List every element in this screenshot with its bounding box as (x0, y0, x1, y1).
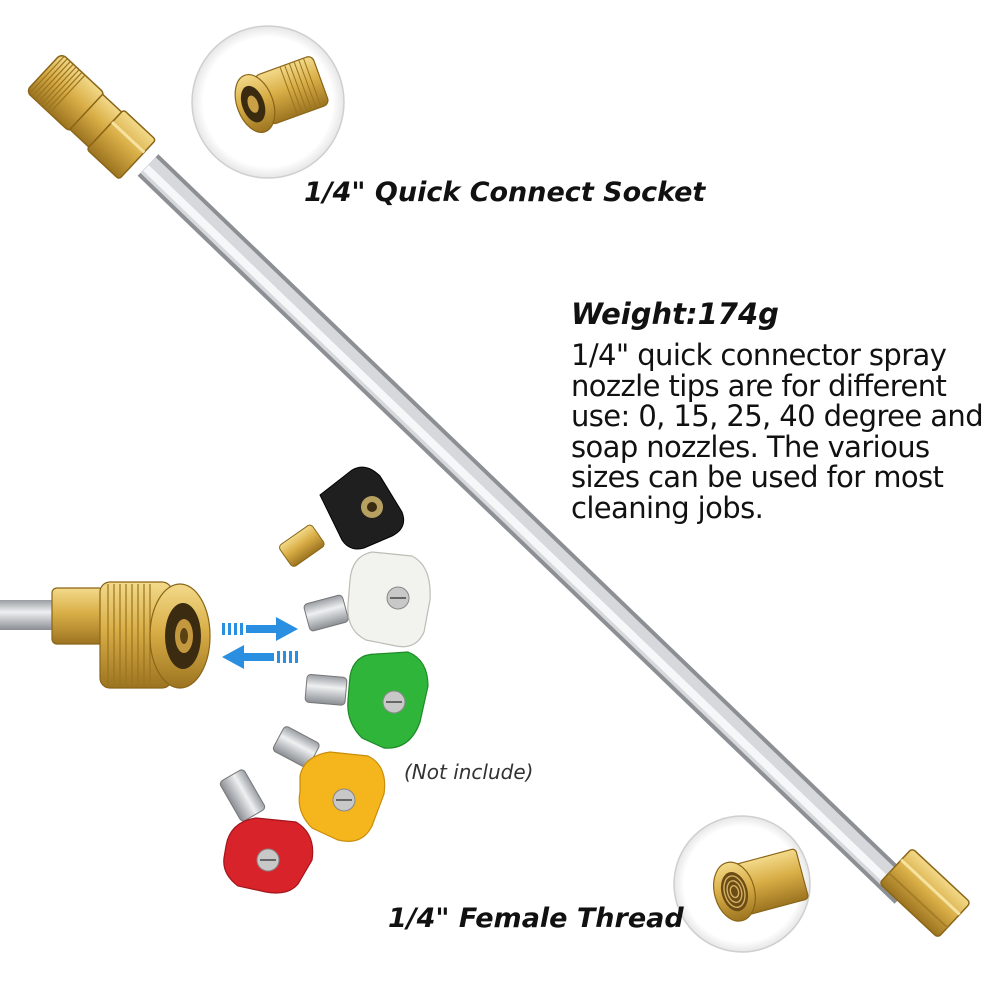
nozzle-red (219, 769, 314, 894)
nozzle-white (303, 551, 431, 648)
nozzle-green (304, 651, 429, 749)
description-line: cleaning jobs. (571, 490, 764, 525)
connector-closeup (0, 581, 211, 689)
nozzle-yellow (272, 726, 386, 842)
wand-rod (137, 154, 916, 904)
description: 1/4" quick connector spray nozzle tips a… (571, 338, 984, 525)
weight-label: Weight:174g (571, 297, 779, 331)
not-include-note: (Not include) (404, 760, 534, 784)
description-line: sizes can be used for most (571, 460, 944, 494)
thread-detail-circle (673, 815, 811, 953)
socket-label: 1/4" Quick Connect Socket (304, 177, 706, 208)
quick-connect-socket (27, 54, 156, 179)
nozzle-black (279, 466, 405, 567)
description-line: soap nozzles. The various (571, 429, 930, 464)
description-line: 1/4" quick connector spray (571, 338, 947, 372)
description-line: nozzle tips are for different (571, 368, 947, 403)
connect-arrows (222, 617, 298, 669)
socket-detail-circle (191, 25, 345, 179)
description-line: use: 0, 15, 25, 40 degree and (571, 399, 984, 433)
thread-label: 1/4" Female Thread (388, 903, 684, 934)
female-thread-fitting (880, 849, 970, 937)
